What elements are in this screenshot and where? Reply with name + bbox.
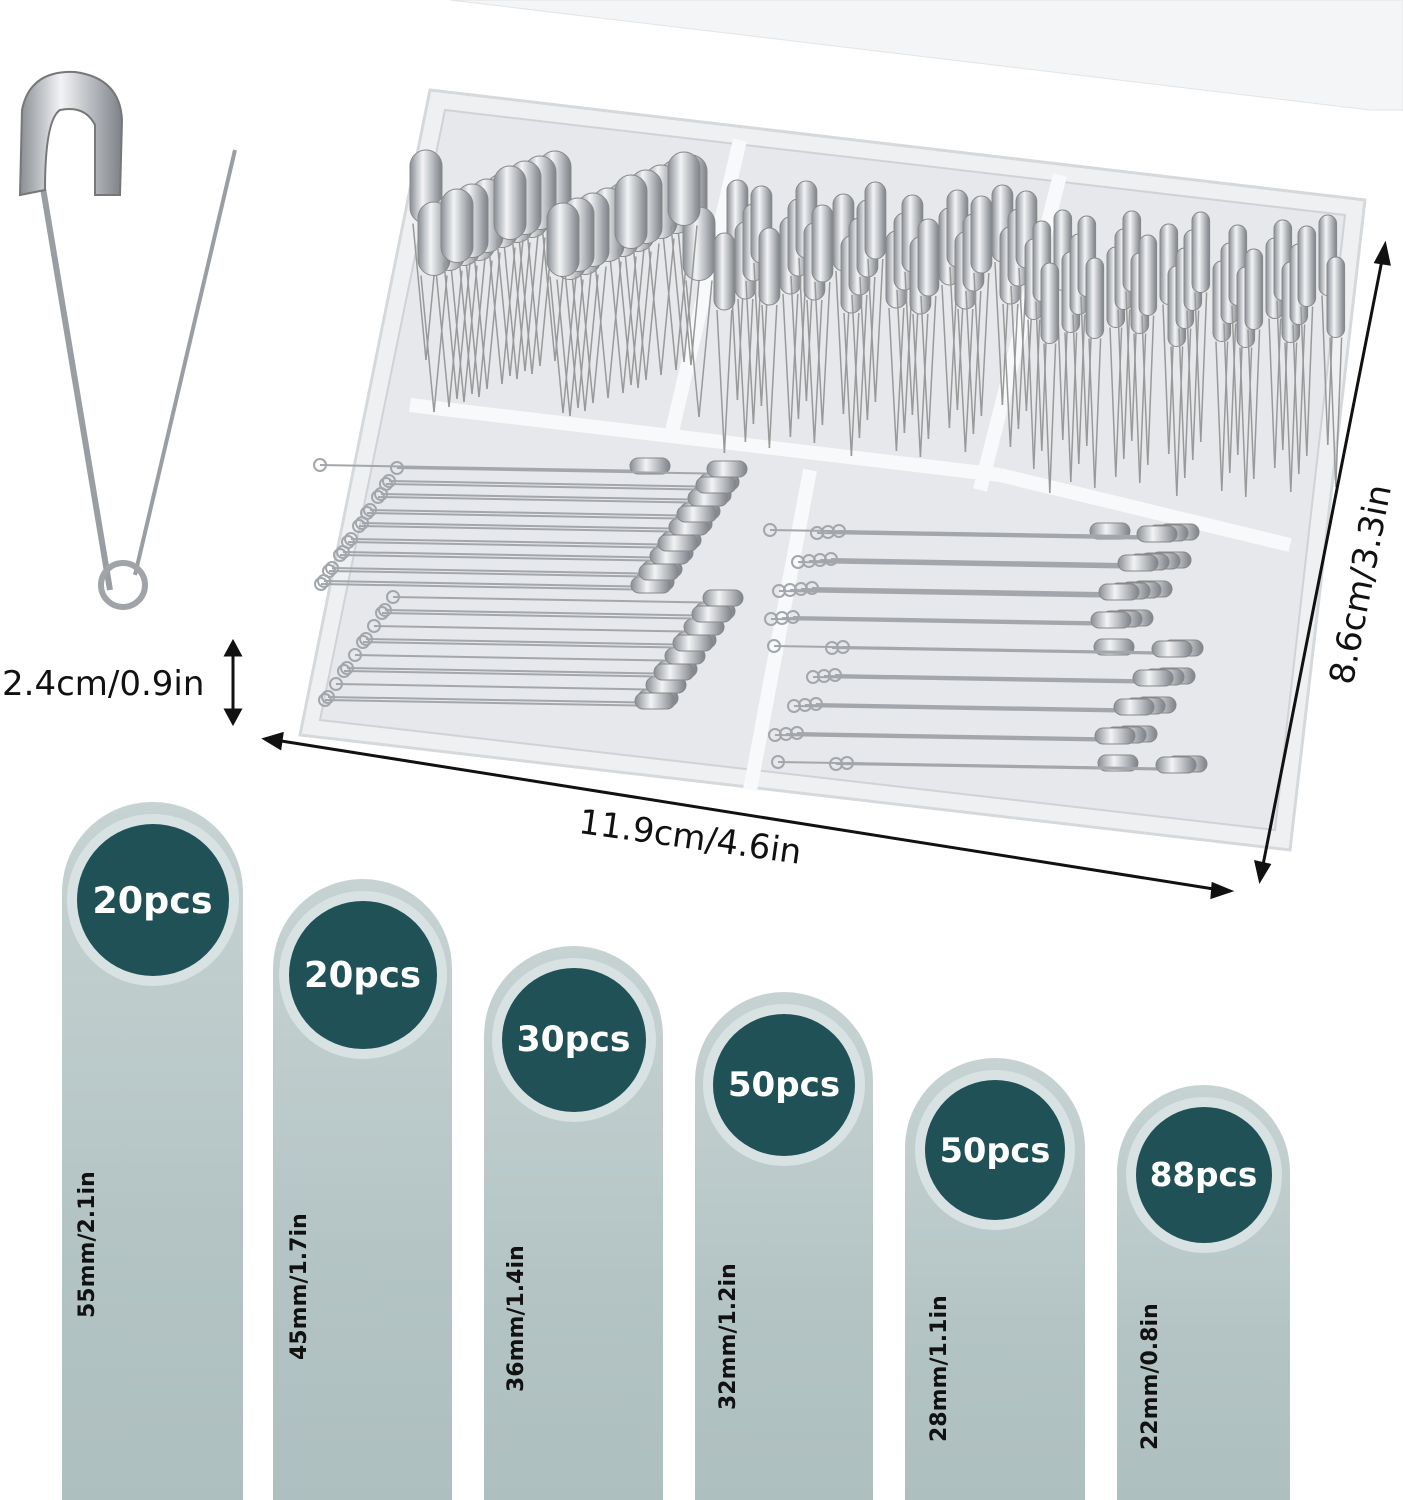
large-safety-pin-illustration bbox=[18, 70, 237, 610]
count-badge: 88pcs bbox=[1135, 1107, 1272, 1243]
storage-box bbox=[298, 0, 1403, 852]
length-label: 22mm/0.8in bbox=[1138, 1302, 1163, 1450]
count-badge: 20pcs bbox=[76, 824, 229, 976]
length-label: 45mm/1.7in bbox=[287, 1213, 312, 1360]
dimension-arrows bbox=[223, 240, 1391, 900]
count-badge: 30pcs bbox=[501, 968, 646, 1112]
pin-width-label: 2.4cm/0.9in bbox=[2, 664, 205, 704]
length-label: 28mm/1.1in bbox=[927, 1294, 952, 1442]
count-badge: 20pcs bbox=[288, 901, 437, 1049]
length-label: 55mm/2.1in bbox=[75, 1170, 100, 1318]
count-badge: 50pcs bbox=[713, 1014, 855, 1156]
length-label: 36mm/1.4in bbox=[504, 1244, 529, 1392]
pins-in-box bbox=[313, 149, 1346, 774]
count-badge: 50pcs bbox=[925, 1080, 1065, 1220]
length-label: 32mm/1.2in bbox=[716, 1263, 741, 1410]
